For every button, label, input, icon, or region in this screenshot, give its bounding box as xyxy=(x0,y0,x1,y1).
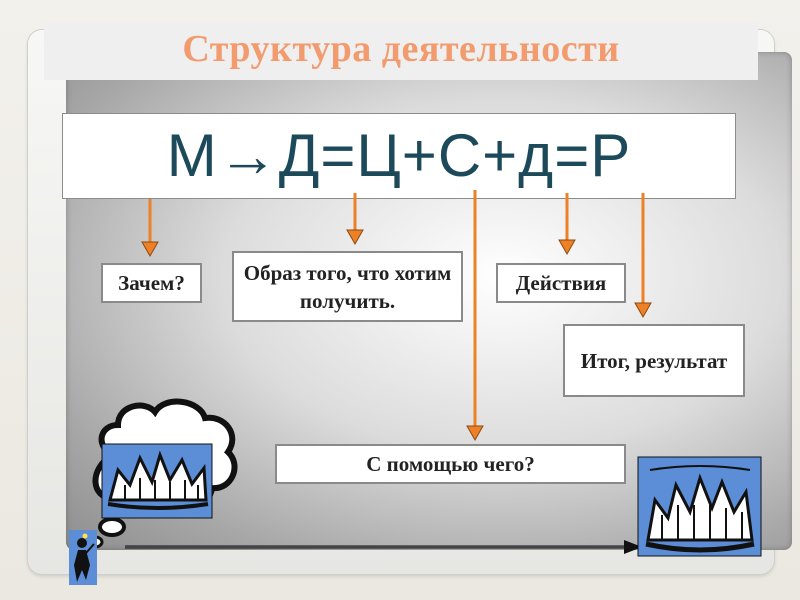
arrowhead-why xyxy=(141,241,159,258)
arrowhead-means xyxy=(466,425,484,442)
means-box: С помощью чего? xyxy=(275,444,626,484)
why-label: Зачем? xyxy=(118,271,185,295)
goal-image-label: Образ того, что хотим получить. xyxy=(243,260,452,313)
actions-box: Действия xyxy=(496,263,626,303)
means-label: С помощью чего? xyxy=(366,452,535,476)
person-with-lightbulb-icon xyxy=(69,530,97,585)
slide-title: Структура деятельности xyxy=(182,28,620,70)
why-box: Зачем? xyxy=(101,263,202,303)
crown-icon xyxy=(101,443,213,519)
formula: М→Д=Ц+С+д=Р xyxy=(166,122,632,189)
result-label: Итог, результат xyxy=(580,348,728,373)
formula-box xyxy=(62,113,736,199)
arrowhead-actions xyxy=(558,239,576,256)
arrowhead-result xyxy=(634,302,652,319)
crown-icon xyxy=(637,456,762,557)
arrowhead-image xyxy=(346,229,364,246)
title-bar xyxy=(44,22,758,80)
actions-label: Действия xyxy=(515,271,607,295)
result-box: Итог, результат xyxy=(563,324,745,397)
long-arrow-icon xyxy=(125,540,642,554)
goal-image-box: Образ того, что хотим получить. xyxy=(232,251,463,322)
